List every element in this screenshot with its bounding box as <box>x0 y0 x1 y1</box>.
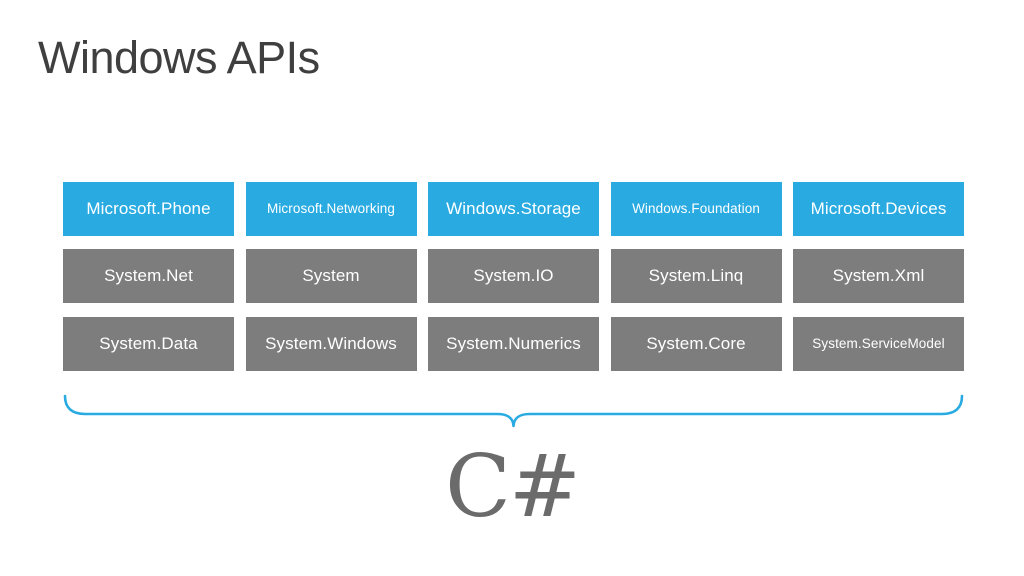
api-box-label: System.Core <box>646 334 746 353</box>
csharp-caption: C# <box>445 437 581 537</box>
api-box-label: Windows.Storage <box>446 199 581 218</box>
api-box-windows-storage[interactable]: Windows.Storage <box>428 182 599 236</box>
page-title: Windows APIs <box>38 32 320 83</box>
api-box-system-servicemodel[interactable]: System.ServiceModel <box>793 317 964 371</box>
api-box-microsoft-phone[interactable]: Microsoft.Phone <box>63 182 234 236</box>
api-box-label: System.IO <box>473 266 554 285</box>
api-box-label: Microsoft.Devices <box>810 199 947 218</box>
api-box-label: System.Xml <box>832 266 925 285</box>
api-box-label: System.ServiceModel <box>812 336 945 351</box>
api-box-label: Microsoft.Networking <box>266 201 396 216</box>
api-box-label: Windows.Foundation <box>632 201 760 216</box>
api-row: System.Net System System.IO System.Linq … <box>63 249 964 303</box>
api-box-system-data[interactable]: System.Data <box>63 317 234 371</box>
api-box-windows-foundation[interactable]: Windows.Foundation <box>610 182 782 236</box>
api-box-system-linq[interactable]: System.Linq <box>610 249 782 303</box>
api-box-label: System.Windows <box>265 334 397 353</box>
api-row: System.Data System.Windows System.Numeri… <box>63 317 964 371</box>
api-box-system-core[interactable]: System.Core <box>610 317 782 371</box>
curly-brace-down-icon <box>63 394 964 428</box>
api-namespace-grid: Microsoft.Phone Microsoft.Networking Win… <box>63 182 964 371</box>
api-box-system-io[interactable]: System.IO <box>428 249 599 303</box>
api-box-label: Microsoft.Phone <box>86 199 211 218</box>
api-box-microsoft-networking[interactable]: Microsoft.Networking <box>245 182 417 236</box>
api-box-label: System <box>302 266 360 285</box>
api-box-label: System.Net <box>104 266 193 285</box>
api-row: Microsoft.Phone Microsoft.Networking Win… <box>63 182 964 236</box>
api-box-system-windows[interactable]: System.Windows <box>245 317 417 371</box>
api-box-system-net[interactable]: System.Net <box>63 249 234 303</box>
api-box-label: System.Data <box>99 334 198 353</box>
api-box-system-numerics[interactable]: System.Numerics <box>428 317 599 371</box>
api-box-label: System.Linq <box>648 266 744 285</box>
api-box-microsoft-devices[interactable]: Microsoft.Devices <box>793 182 964 236</box>
api-box-label: System.Numerics <box>446 334 581 353</box>
api-box-system[interactable]: System <box>245 249 417 303</box>
api-box-system-xml[interactable]: System.Xml <box>793 249 964 303</box>
